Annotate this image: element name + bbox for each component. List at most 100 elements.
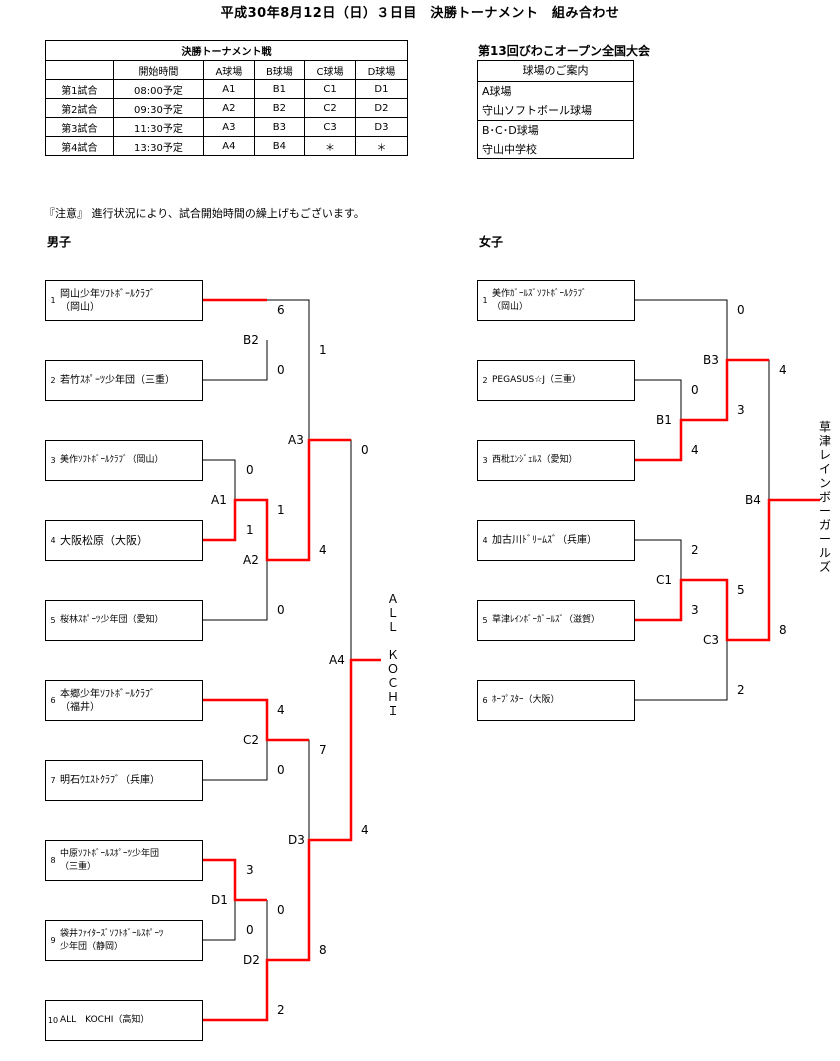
match-label: D1 [211, 893, 228, 907]
girls-section-label: 女子 [479, 235, 504, 249]
team-seed: 4 [50, 536, 56, 545]
boys-team-3: 3 美作ｿﾌﾄﾎﾞｰﾙｸﾗﾌﾞ（岡山） [45, 440, 203, 481]
team-name: PEGASUS☆J（三重） [492, 375, 581, 385]
score: 0 [691, 383, 699, 397]
bracket-line [267, 299, 310, 440]
venue-box: 球場のご案内 A球場 守山ソフトボール球場 B･C･D球場 守山中学校 [477, 60, 634, 159]
team-seed: 2 [50, 376, 56, 385]
winner-lines [203, 298, 820, 1022]
score: 2 [277, 1003, 285, 1017]
score: 3 [691, 603, 699, 617]
bracket-line [203, 560, 268, 621]
bracket-line [203, 900, 236, 941]
winner-line [203, 658, 381, 1022]
boys-team-1: 1 岡山少年ｿﾌﾄﾎﾞｰﾙｸﾗﾌﾞ（岡山） [45, 280, 203, 321]
team-name-2: （岡山） [60, 301, 100, 313]
page-title: 平成30年8月12日（日）３日目 決勝トーナメント 組み合わせ [220, 6, 620, 21]
team-seed: 8 [50, 856, 56, 865]
tournament-name: 第13回びわこオープン全国大会 [478, 44, 650, 58]
girls-team-3: 3 西枇ｴﾝｼﾞｪﾙｽ（愛知） [477, 440, 635, 481]
score: 5 [737, 583, 745, 597]
boys-team-10: 10 ALL KOCHI（高知） [45, 1000, 203, 1041]
boys-team-2: 2 若竹ｽﾎﾟｰﾂ少年団（三重） [45, 360, 203, 401]
score: 0 [277, 903, 285, 917]
team-seed: 2 [482, 376, 488, 385]
schedule-cell: ＊ [304, 136, 356, 156]
match-label: A3 [288, 433, 304, 447]
match-label: B1 [656, 413, 672, 427]
team-name-2: （福井） [60, 701, 100, 713]
boys-team-6: 6 本郷少年ｿﾌﾄﾎﾞｰﾙｸﾗﾌﾞ（福井） [45, 680, 203, 721]
bracket-line [203, 340, 268, 381]
team-seed: 6 [50, 696, 56, 705]
winner-line [634, 498, 820, 642]
team-name: 岡山少年ｿﾌﾄﾎﾞｰﾙｸﾗﾌﾞ [60, 288, 155, 300]
score: 1 [277, 503, 285, 517]
match-label: B2 [243, 333, 259, 347]
girls-team-5: 5 草津ﾚｲﾝﾎﾞｰｶﾞｰﾙｽﾞ（滋賀） [477, 600, 635, 641]
score: 2 [691, 543, 699, 557]
match-label: B4 [745, 493, 761, 507]
score: 1 [246, 523, 254, 537]
boys-team-5: 5 桜林ｽﾎﾟｰﾂ少年団（愛知） [45, 600, 203, 641]
match-label: A2 [243, 553, 259, 567]
score: 4 [319, 543, 327, 557]
boys-team-9: 9 袋井ﾌｧｲﾀｰｽﾞｿﾌﾄﾎﾞｰﾙｽﾎﾟｰﾂ少年団（静岡） [45, 920, 203, 961]
bracket-line [203, 459, 236, 500]
bracket-line [267, 739, 310, 840]
boys-team-8: 8 中原ｿﾌﾄﾎﾞｰﾙｽﾎﾟｰﾂ少年団（三重） [45, 840, 203, 881]
girls-champion: 草津レインボーガールズ [818, 420, 831, 574]
score: 4 [779, 363, 787, 377]
venue-title: 球場のご案内 [478, 61, 633, 82]
score: 0 [737, 303, 745, 317]
team-seed: 6 [482, 696, 488, 705]
team-seed: 1 [482, 296, 488, 305]
boys-section-label: 男子 [47, 235, 72, 249]
venue-place: 守山ソフトボール球場 [482, 104, 592, 117]
bracket-line [634, 640, 728, 701]
team-name: 美作ｶﾞｰﾙｽﾞｿﾌﾄﾎﾞｰﾙｸﾗﾌﾞ [492, 288, 587, 299]
team-name: 若竹ｽﾎﾟｰﾂ少年団（三重） [60, 375, 175, 386]
score: 0 [277, 363, 285, 377]
venue-fields: A球場 [482, 85, 512, 98]
schedule-cell: A4 [203, 136, 255, 156]
score: 0 [361, 443, 369, 457]
team-seed: 7 [50, 776, 56, 785]
score: 3 [737, 403, 745, 417]
match-label: C1 [656, 573, 673, 587]
winner-line [203, 438, 351, 562]
team-seed: 9 [50, 936, 56, 945]
bracket-line [203, 740, 268, 781]
match-label: A4 [329, 653, 345, 667]
venue-place: 守山中学校 [482, 143, 537, 156]
score: 7 [319, 743, 327, 757]
match-label: A1 [211, 493, 227, 507]
girls-team-2: 2 PEGASUS☆J（三重） [477, 360, 635, 401]
bracket-line [634, 379, 682, 420]
score: 0 [277, 763, 285, 777]
score: 6 [277, 303, 285, 317]
team-name: 大阪松原（大阪） [60, 534, 148, 547]
team-seed: 10 [47, 1016, 59, 1025]
match-label: C2 [243, 733, 260, 747]
schedule-cell: ＊ [354, 136, 409, 156]
schedule-table: 決勝トーナメント戦 開始時間 A球場 B球場 C球場 D球場 第1試合 08:0… [45, 40, 409, 156]
boys-team-4: 4 大阪松原（大阪） [45, 520, 203, 561]
team-name: ﾎｰﾌﾟｽﾀｰ（大阪） [492, 695, 560, 705]
team-seed: 4 [482, 536, 488, 545]
score: 2 [737, 683, 745, 697]
team-name: 加古川ﾄﾞﾘｰﾑｽﾞ（兵庫） [492, 535, 597, 546]
score: 4 [277, 703, 285, 717]
team-name-2: （岡山） [492, 301, 529, 312]
score: 4 [361, 823, 369, 837]
team-name: 中原ｿﾌﾄﾎﾞｰﾙｽﾎﾟｰﾂ少年団 [60, 848, 160, 859]
match-label: B3 [703, 353, 719, 367]
team-name: 袋井ﾌｧｲﾀｰｽﾞｿﾌﾄﾎﾞｰﾙｽﾎﾟｰﾂ [60, 928, 164, 939]
team-name: 美作ｿﾌﾄﾎﾞｰﾙｸﾗﾌﾞ（岡山） [60, 455, 164, 465]
bracket-line [634, 299, 728, 360]
match-label: D3 [288, 833, 305, 847]
score: 0 [277, 603, 285, 617]
schedule-cell: A3 [203, 117, 255, 137]
